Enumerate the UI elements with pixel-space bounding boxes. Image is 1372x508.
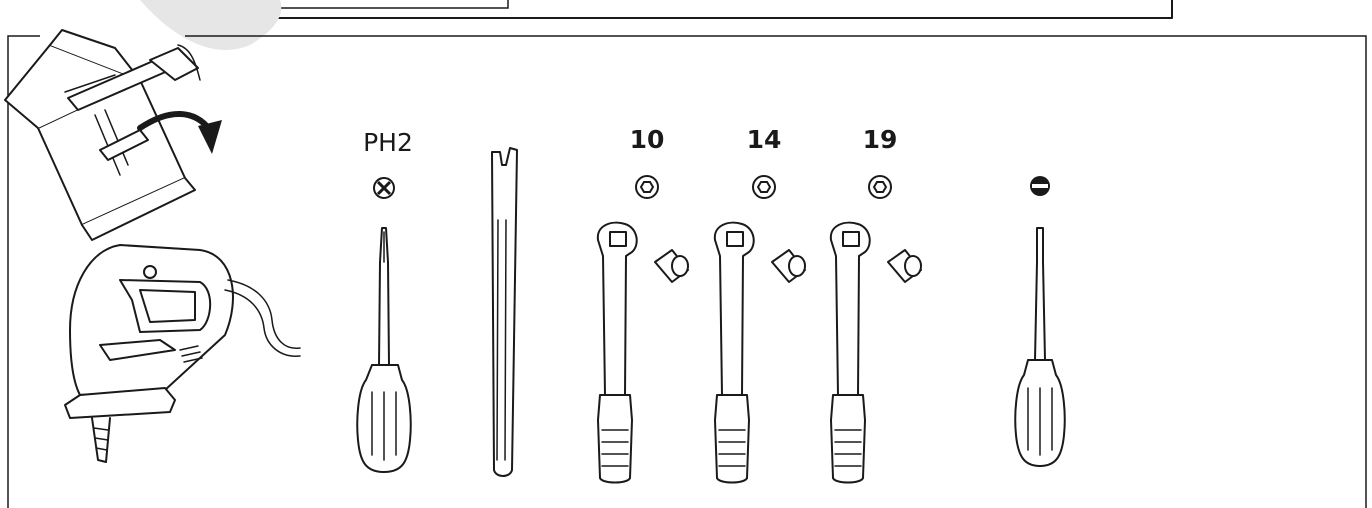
slotted-head-icon bbox=[1030, 176, 1050, 196]
hex-socket-icon bbox=[635, 175, 659, 199]
socket-wrench-19 bbox=[829, 221, 922, 484]
hex-socket-icon bbox=[868, 175, 892, 199]
watermark bbox=[140, 0, 282, 50]
flathead-screwdriver bbox=[1014, 227, 1066, 467]
jigsaw-icon bbox=[64, 244, 301, 463]
phillips-head-icon bbox=[373, 177, 395, 199]
toolbox-icon bbox=[4, 29, 201, 241]
hex-socket-icon bbox=[752, 175, 776, 199]
phillips-screwdriver bbox=[356, 227, 412, 473]
socket-wrench-10 bbox=[596, 221, 689, 484]
content-frame bbox=[7, 35, 1367, 508]
pry-tool bbox=[491, 147, 518, 477]
tool-label-19: 19 bbox=[863, 125, 898, 154]
tool-label-ph2: PH2 bbox=[363, 128, 413, 157]
arrow-icon bbox=[137, 111, 222, 154]
tool-label-14: 14 bbox=[747, 125, 782, 154]
socket-wrench-14 bbox=[713, 221, 806, 484]
header-box bbox=[199, 0, 1173, 19]
tool-label-10: 10 bbox=[630, 125, 665, 154]
